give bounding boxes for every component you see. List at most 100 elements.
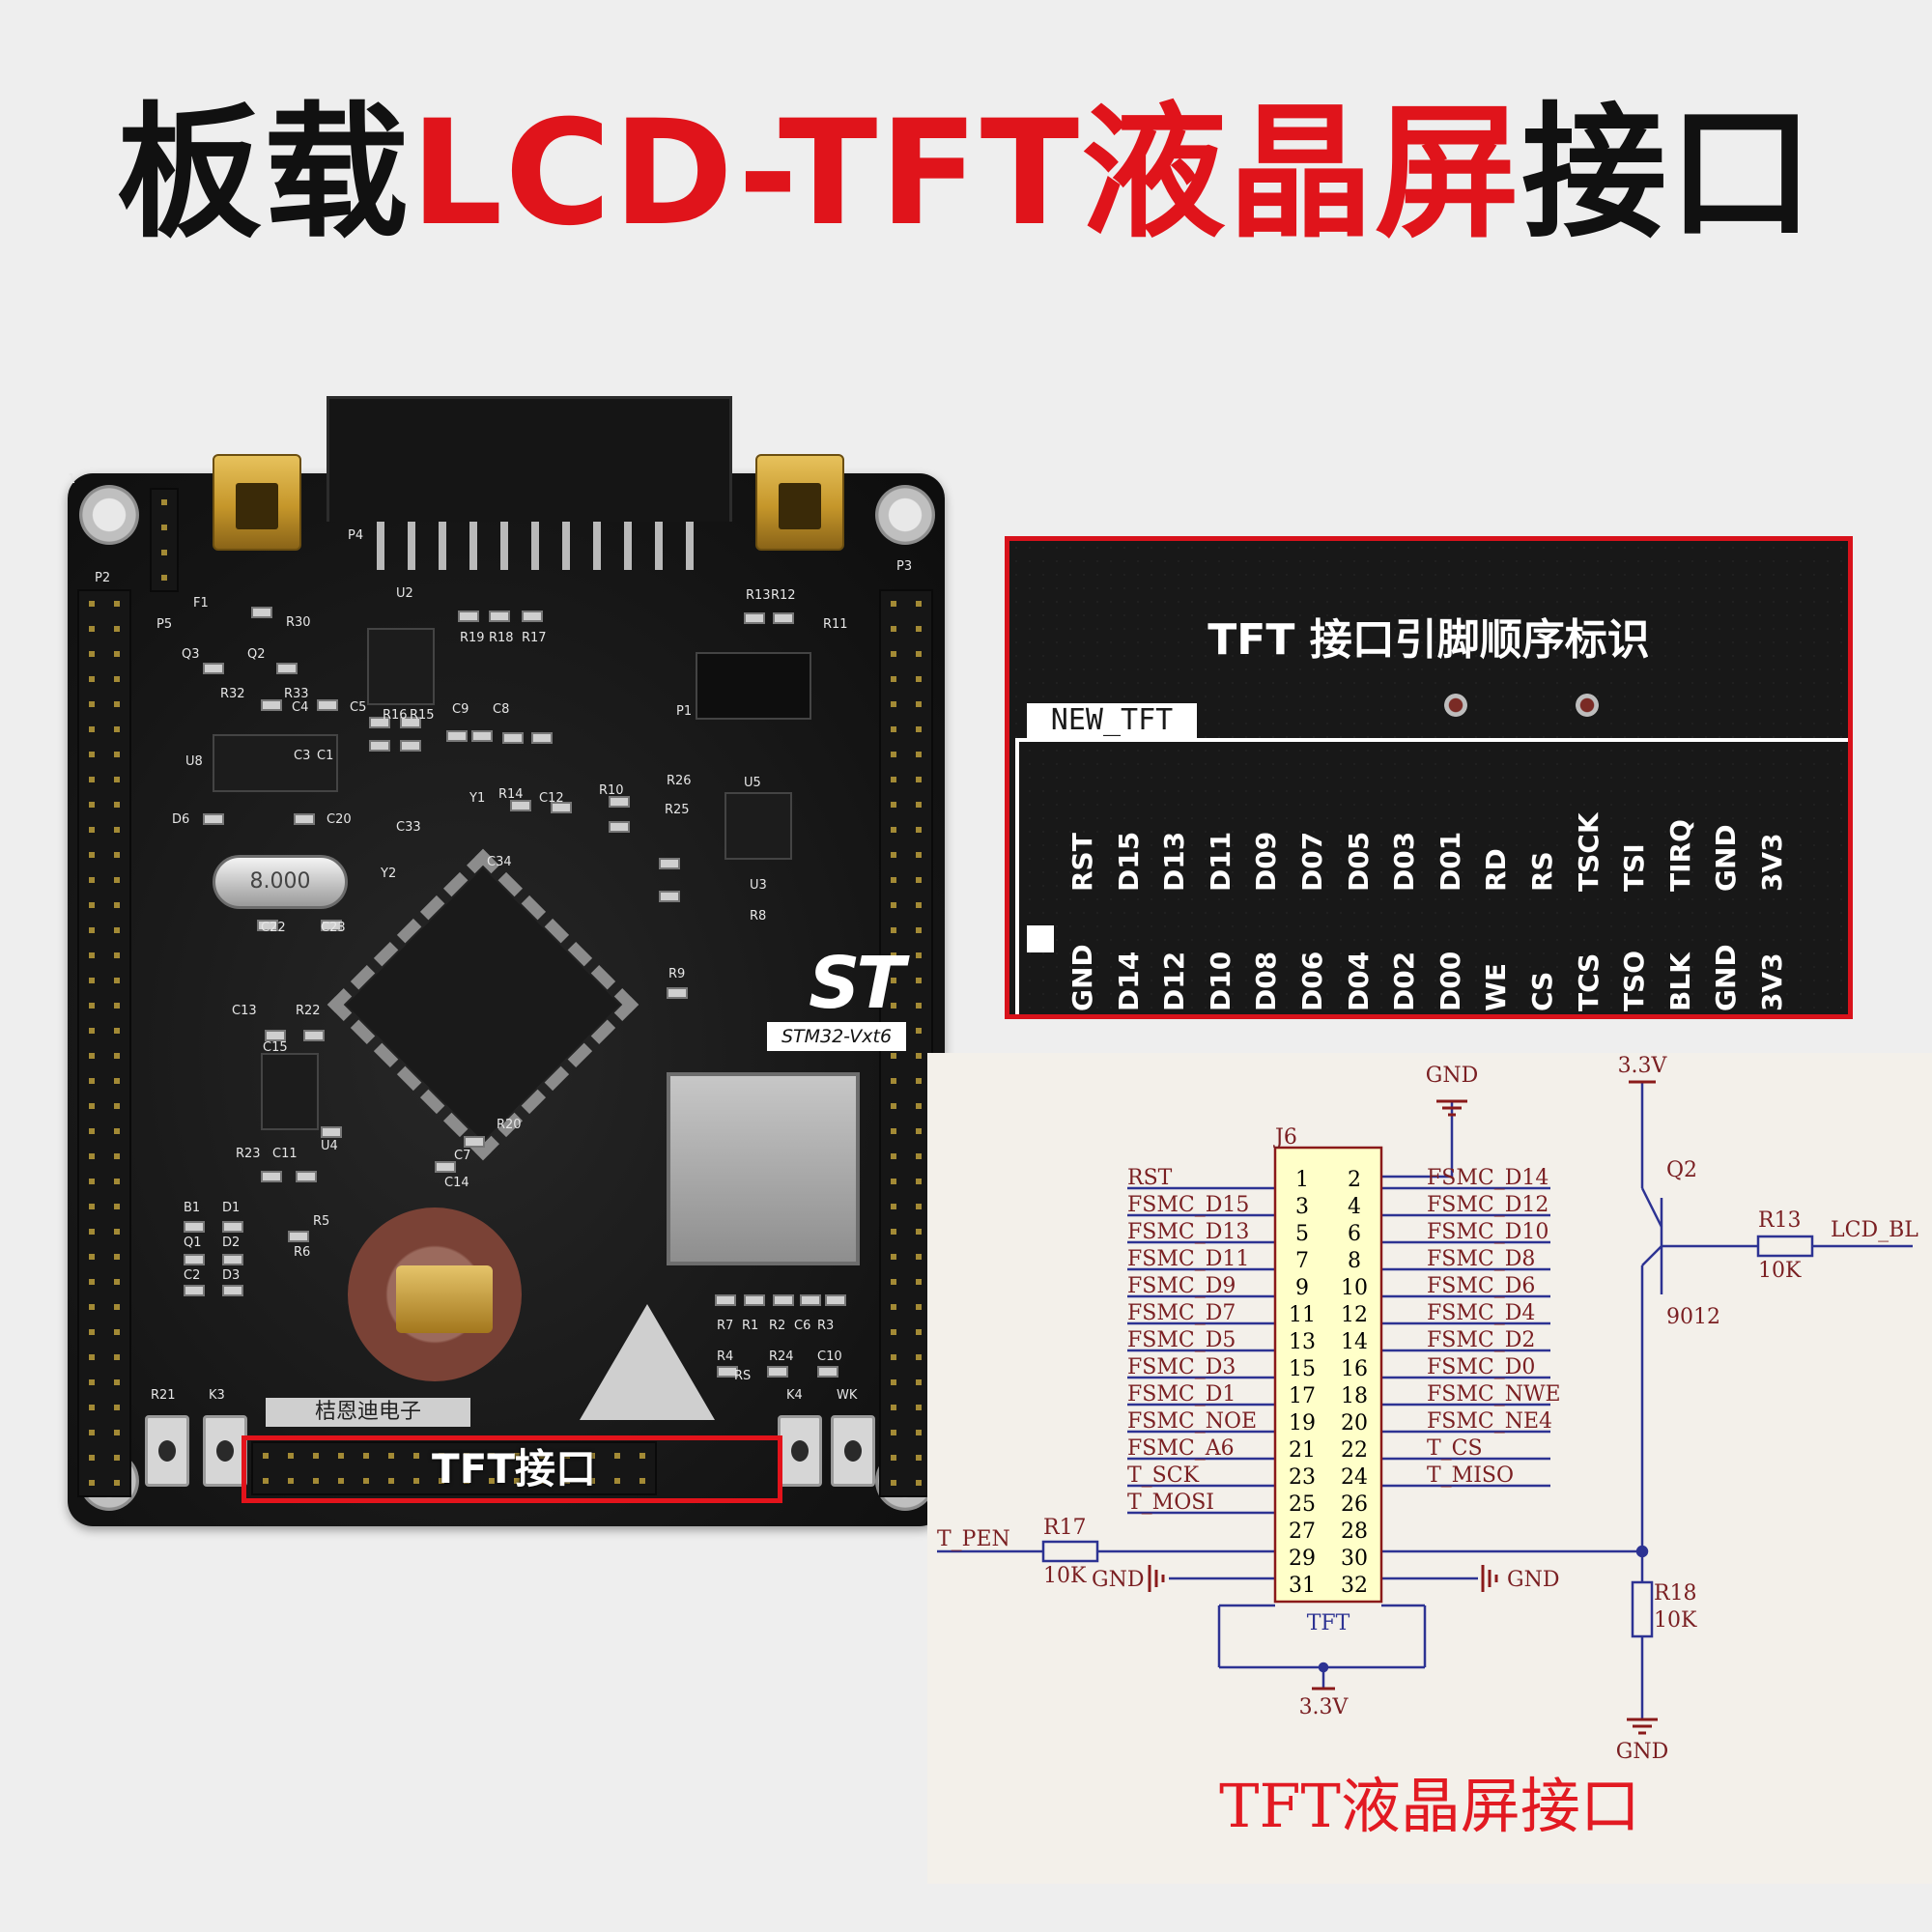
button-k3 bbox=[145, 1415, 189, 1487]
pin-label-bottom: WE bbox=[1480, 962, 1513, 1011]
header-pin bbox=[906, 1068, 931, 1094]
lcd-bl-label: LCD_BL bbox=[1831, 1218, 1918, 1242]
r13-value: 10K bbox=[1758, 1259, 1802, 1283]
header-pin bbox=[79, 893, 104, 918]
smd-component bbox=[184, 1285, 205, 1296]
smd-component bbox=[667, 987, 688, 999]
smd-component bbox=[744, 1294, 765, 1306]
st-chip-label: STM32-Vxt6 bbox=[767, 1022, 906, 1051]
header-pin bbox=[104, 1445, 129, 1470]
pin-number: 28 bbox=[1341, 1520, 1368, 1544]
net-label-left: T_SCK bbox=[1127, 1463, 1200, 1488]
pin-label-bottom: TSO bbox=[1618, 950, 1651, 1011]
pin-number: 25 bbox=[1289, 1492, 1316, 1517]
smd-component bbox=[744, 612, 765, 624]
header-pin bbox=[881, 842, 906, 867]
header-pin bbox=[303, 1443, 328, 1468]
pin-header-p5 bbox=[150, 488, 179, 592]
smd-component bbox=[369, 717, 390, 728]
silk-label-r32: R32 bbox=[220, 687, 245, 701]
pin-label-top: RD bbox=[1480, 848, 1513, 892]
header-pin bbox=[881, 918, 906, 943]
smd-component bbox=[435, 1161, 456, 1173]
header-pin bbox=[79, 918, 104, 943]
crystal-text: 8.000 bbox=[249, 869, 311, 894]
header-pin bbox=[881, 1420, 906, 1445]
crystal-y2: 8.000 bbox=[213, 855, 348, 909]
resistor-r13 bbox=[1756, 1235, 1814, 1258]
v33-label-bottom: 3.3V bbox=[1299, 1695, 1350, 1719]
gnd-label-right: GND bbox=[1507, 1568, 1559, 1592]
pin-number: 6 bbox=[1348, 1222, 1361, 1246]
header-pin bbox=[906, 1345, 931, 1370]
header-pin bbox=[104, 1194, 129, 1219]
header-pin bbox=[881, 591, 906, 616]
header-pin bbox=[104, 817, 129, 842]
header-pin bbox=[881, 968, 906, 993]
header-pin bbox=[881, 742, 906, 767]
header-pin bbox=[454, 1468, 479, 1493]
smd-component bbox=[551, 802, 572, 813]
header-pin bbox=[580, 1443, 605, 1468]
silk-label-r30: R30 bbox=[286, 615, 311, 630]
silk-label-c3: C3 bbox=[294, 749, 311, 763]
header-pin bbox=[906, 1094, 931, 1119]
header-pin bbox=[881, 1269, 906, 1294]
header-pin bbox=[152, 540, 177, 565]
regulator-u2 bbox=[367, 628, 435, 705]
silk-label-k4: K4 bbox=[786, 1388, 803, 1403]
pin-number: 27 bbox=[1289, 1520, 1316, 1544]
wires bbox=[937, 1082, 1913, 1719]
header-pin bbox=[104, 1169, 129, 1194]
header-pin bbox=[906, 1395, 931, 1420]
pin-label-top: RST bbox=[1066, 833, 1098, 892]
smd-component bbox=[531, 732, 553, 744]
net-label-right: FSMC_D8 bbox=[1427, 1247, 1535, 1271]
resistor-r18 bbox=[1631, 1580, 1654, 1638]
button-wk bbox=[778, 1415, 822, 1487]
silk-label-c15: C15 bbox=[263, 1040, 288, 1055]
header-pin bbox=[79, 1294, 104, 1320]
jtag-pins bbox=[377, 522, 696, 570]
silk-label-r21: R21 bbox=[151, 1388, 176, 1403]
silk-label-r6: R6 bbox=[294, 1245, 311, 1260]
pin-column: RD WE bbox=[1475, 778, 1518, 1014]
header-pin bbox=[104, 1395, 129, 1420]
pin-number: 4 bbox=[1348, 1195, 1361, 1219]
header-pin bbox=[906, 641, 931, 667]
header-pin bbox=[152, 565, 177, 590]
header-pin bbox=[881, 1320, 906, 1345]
header-pin bbox=[104, 1345, 129, 1370]
silk-label-u2: U2 bbox=[396, 586, 413, 601]
smd-component bbox=[251, 607, 272, 618]
header-pin bbox=[104, 667, 129, 692]
smd-component bbox=[265, 1030, 286, 1041]
pin-label-bottom: D12 bbox=[1158, 951, 1191, 1011]
wire bbox=[1640, 1187, 1663, 1228]
header-pin bbox=[79, 641, 104, 667]
pin-label-top: D03 bbox=[1388, 831, 1421, 892]
header-pin bbox=[104, 591, 129, 616]
silk-label-r25: R25 bbox=[665, 803, 690, 817]
header-pin bbox=[881, 1445, 906, 1470]
header-pin bbox=[104, 1043, 129, 1068]
chip-u5 bbox=[724, 792, 792, 860]
q2-ref: Q2 bbox=[1666, 1158, 1697, 1182]
header-pin bbox=[404, 1468, 429, 1493]
net-label-left: T_MOSI bbox=[1127, 1491, 1214, 1515]
header-pin bbox=[104, 867, 129, 893]
silk-label-c1: C1 bbox=[317, 749, 334, 763]
header-pin bbox=[79, 1018, 104, 1043]
smd-component bbox=[767, 1366, 788, 1378]
header-pin bbox=[104, 1370, 129, 1395]
silk-label-d2: D2 bbox=[222, 1236, 241, 1250]
header-pin bbox=[79, 1395, 104, 1420]
header-pin bbox=[79, 867, 104, 893]
header-pin bbox=[454, 1443, 479, 1468]
silk-label-1: 1 bbox=[68, 472, 76, 487]
header-pin bbox=[881, 792, 906, 817]
header-pin bbox=[79, 616, 104, 641]
